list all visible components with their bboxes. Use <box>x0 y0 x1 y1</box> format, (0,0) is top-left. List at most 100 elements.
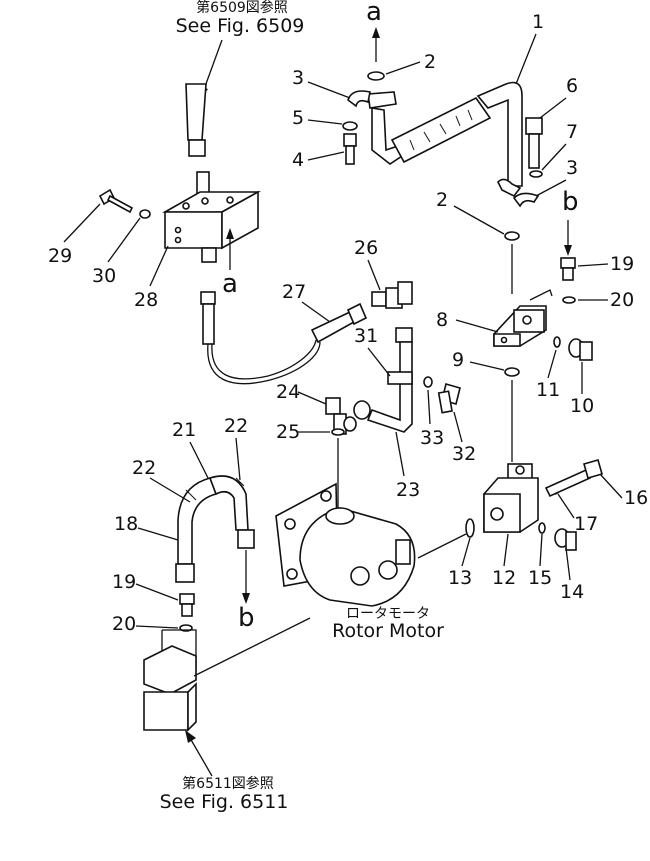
bolt-32 <box>437 383 461 414</box>
oring-2-right <box>504 231 520 241</box>
valve-12 <box>483 463 539 533</box>
callout-22-right: 22 <box>224 415 248 437</box>
bolt-16 <box>544 459 603 498</box>
callout-29: 29 <box>48 245 72 267</box>
oring-2-top <box>367 71 385 81</box>
callout-2-top: 2 <box>424 51 436 73</box>
leader-4 <box>307 151 345 161</box>
callout-4: 4 <box>292 149 304 171</box>
clamp-31 <box>387 371 413 385</box>
callout-32: 32 <box>452 443 476 465</box>
leader-12 <box>503 533 509 567</box>
leader-2-top <box>385 61 421 75</box>
callout-12: 12 <box>492 567 516 589</box>
callout-18: 18 <box>114 513 138 535</box>
leader-3-right <box>535 179 567 197</box>
callout-33: 33 <box>420 427 444 449</box>
callout-26: 26 <box>354 237 378 259</box>
plug-14 <box>554 528 577 551</box>
callout-9: 9 <box>452 349 464 371</box>
hose-27-nut <box>346 302 368 326</box>
tube-23-top-nut <box>395 327 413 343</box>
block-28-bottom-fitting <box>201 247 217 263</box>
line-valve-motor <box>193 617 311 677</box>
connector-a-left-arrowhead <box>226 228 234 239</box>
ref-bottom-arrowhead <box>185 730 196 743</box>
callout-5: 5 <box>292 107 304 129</box>
washer-30 <box>139 209 151 219</box>
leader-28 <box>149 245 169 287</box>
line-13-motor <box>417 533 467 559</box>
valve-6511 <box>143 629 197 732</box>
callout-19-right: 19 <box>610 253 634 275</box>
connector-a-top: a <box>366 0 382 27</box>
ref-top-jp: 第6509図参照 <box>196 0 288 16</box>
callout-16: 16 <box>624 487 648 509</box>
leader-9 <box>469 361 505 371</box>
hose-27-top-sleeve <box>202 303 215 345</box>
leader-24 <box>297 391 327 405</box>
callout-22-left: 22 <box>132 457 156 479</box>
callout-7: 7 <box>566 121 578 143</box>
ref-bottom-en: See Fig. 6511 <box>160 791 289 813</box>
leader-18 <box>137 527 179 541</box>
connector-a-top-arrowhead <box>372 27 380 38</box>
leader-26 <box>367 259 381 291</box>
callout-11: 11 <box>536 379 560 401</box>
leader-29 <box>63 203 101 243</box>
bolt-29 <box>98 188 134 214</box>
leader-8 <box>455 319 499 333</box>
washer-7 <box>529 170 543 178</box>
callout-20-right: 20 <box>610 289 634 311</box>
oring-20-right <box>562 296 576 304</box>
oring-13 <box>465 518 475 538</box>
leader-15 <box>539 533 543 567</box>
block-28 <box>161 190 262 250</box>
tube-1-flange <box>497 178 522 198</box>
ref-top-en: See Fig. 6509 <box>176 15 305 37</box>
leader-23 <box>395 431 405 477</box>
callout-27: 27 <box>282 281 306 303</box>
elbow-26 <box>371 281 413 309</box>
washer-5 <box>342 121 358 131</box>
leader-5 <box>307 119 343 125</box>
leader-7 <box>541 143 567 171</box>
leader-33 <box>427 389 431 425</box>
leader-27 <box>301 301 331 323</box>
leader-13 <box>461 537 471 567</box>
callout-3-right: 3 <box>566 157 578 179</box>
tube-23 <box>366 341 413 433</box>
callout-8: 8 <box>436 309 448 331</box>
connector-b-left-arrowhead <box>242 593 250 604</box>
leader-20-left <box>135 625 179 629</box>
hose-27-sleeve <box>310 310 356 344</box>
bolt-4 <box>343 133 357 165</box>
rotor-motor <box>275 482 416 607</box>
oring-11 <box>553 336 561 348</box>
leader-19-left <box>135 583 179 601</box>
callout-15: 15 <box>528 567 552 589</box>
hose-18 <box>175 475 255 583</box>
ref-bottom-arrow-line <box>189 737 213 777</box>
callout-13: 13 <box>448 567 472 589</box>
clamp-3-right <box>512 192 540 208</box>
callout-14: 14 <box>560 581 584 603</box>
oring-15 <box>538 522 546 534</box>
block-8 <box>493 289 553 347</box>
callout-23: 23 <box>396 479 420 501</box>
hose-27-line <box>207 341 321 385</box>
hose-fitting-upper <box>188 139 206 157</box>
callout-30: 30 <box>92 265 116 287</box>
leader-19-right <box>577 263 609 267</box>
leader-14 <box>565 547 571 581</box>
leader-3-top <box>307 81 351 99</box>
hose-upper-left <box>185 83 207 141</box>
callout-24: 24 <box>276 381 300 403</box>
callout-17: 17 <box>574 513 598 535</box>
connector-a-left: a <box>222 269 238 299</box>
leader-17 <box>557 493 575 519</box>
plug-10 <box>568 338 593 361</box>
callout-3-top: 3 <box>292 67 304 89</box>
clamp-3-top <box>347 90 371 108</box>
